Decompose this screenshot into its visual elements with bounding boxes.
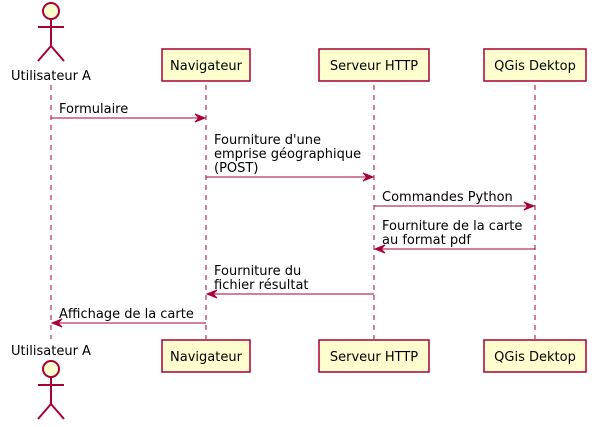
message-arrowhead [523, 201, 536, 211]
message-arrowhead [373, 244, 386, 254]
participant-http-top: Serveur HTTP [318, 48, 430, 82]
participant-nav-top: Navigateur [161, 48, 251, 82]
participant-label-user-top: Utilisateur A [11, 69, 91, 84]
lifelines [50, 85, 536, 339]
participant-label-user-bottom: Utilisateur A [11, 344, 91, 359]
message-arrowhead [194, 113, 207, 123]
message-3: Commandes Python [374, 190, 536, 211]
actor-head [42, 2, 60, 20]
participant-box [483, 48, 587, 82]
message-1: Formulaire [51, 102, 207, 123]
message-label: (POST) [214, 161, 258, 176]
participant-qgis-bottom: QGis Dektop [483, 339, 587, 373]
participant-nav-bottom: Navigateur [161, 339, 251, 373]
participant-box [161, 339, 251, 373]
actor-right-leg [50, 403, 65, 420]
participant-box [318, 339, 430, 373]
participant-label-http-bottom: Serveur HTTP [330, 350, 418, 365]
message-label: Commandes Python [382, 190, 513, 205]
message-label: fichier résultat [214, 278, 309, 293]
message-label: au format pdf [382, 233, 471, 248]
participant-http-bottom: Serveur HTTP [318, 339, 430, 373]
message-label: emprise géographique [214, 147, 361, 162]
actor-left-leg [37, 403, 52, 420]
participant-qgis-top: QGis Dektop [483, 48, 587, 82]
participant-label-qgis-bottom: QGis Dektop [494, 350, 576, 365]
participant-box [161, 48, 251, 82]
message-label: Fourniture du [214, 264, 301, 279]
message-label: Formulaire [59, 102, 128, 117]
participant-label-qgis-top: QGis Dektop [494, 59, 576, 74]
actor-head [42, 360, 60, 378]
participant-box [318, 48, 430, 82]
message-arrowhead [362, 172, 375, 182]
participant-box [483, 339, 587, 373]
actor-left-leg [37, 45, 52, 62]
message-6: Affichage de la carte [50, 307, 206, 328]
message-label: Affichage de la carte [59, 307, 194, 322]
message-label: Fourniture de la carte [382, 219, 522, 234]
participant-label-nav-bottom: Navigateur [170, 350, 243, 365]
participant-label-nav-top: Navigateur [170, 59, 243, 74]
participant-label-http-top: Serveur HTTP [330, 59, 418, 74]
actor-user-bottom [37, 360, 65, 420]
actor-right-leg [50, 45, 65, 62]
actor-user-top [37, 2, 65, 62]
message-label: Fourniture d'une [214, 133, 321, 148]
message-arrowhead [205, 289, 218, 299]
message-arrowhead [50, 318, 63, 328]
